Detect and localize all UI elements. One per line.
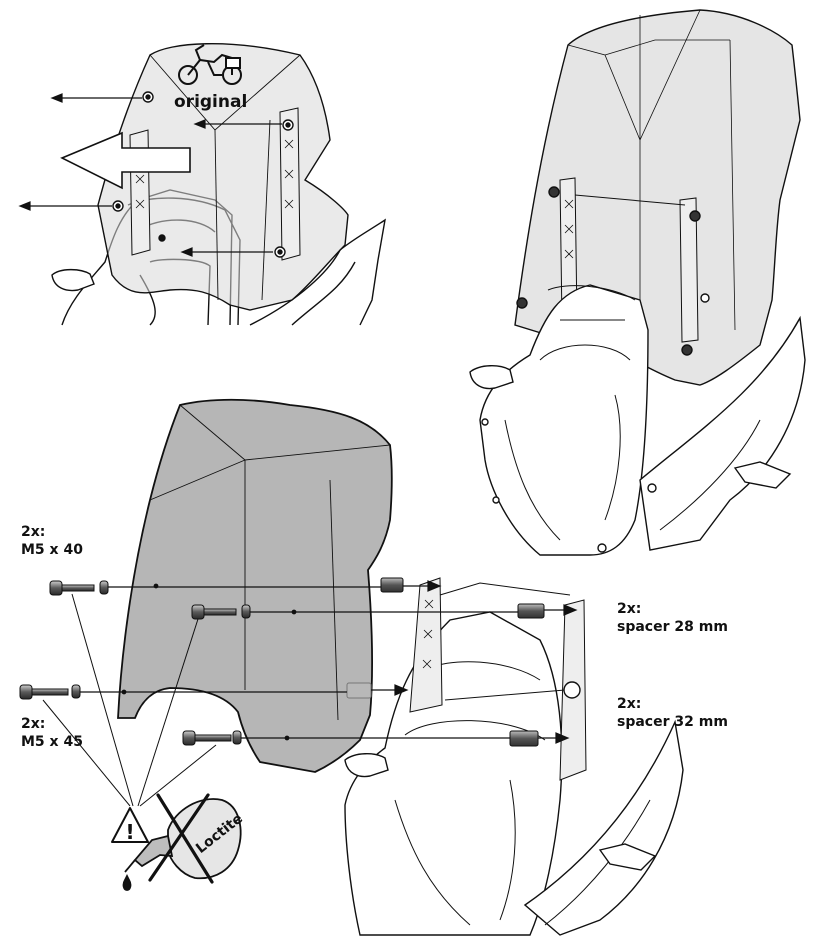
arrow-left-icon <box>18 93 282 257</box>
motorcycle-icon <box>178 44 242 85</box>
hardware-exploded <box>19 577 545 747</box>
loctite-bottle-icon: Loctite <box>122 798 246 891</box>
spacer-32mm-upper <box>346 682 372 699</box>
label-bolt-m5x45: 2x: M5 x 45 <box>21 715 83 751</box>
panel-assembled <box>469 9 806 556</box>
qty-spacer-28: 2x: <box>617 601 642 617</box>
spacer-28mm-lower <box>517 603 545 619</box>
label-spacer-32mm: 2x: spacer 32 mm <box>617 695 728 731</box>
size-spacer-28: spacer 28 mm <box>617 619 728 635</box>
size-m5x45: M5 x 45 <box>21 734 83 750</box>
spacer-28mm-upper <box>380 577 404 593</box>
cross-out-icon <box>148 793 214 884</box>
bolt-m5x45-upper <box>19 684 81 700</box>
label-spacer-28mm: 2x: spacer 28 mm <box>617 600 728 636</box>
qty-spacer-32: 2x: <box>617 696 642 712</box>
panel-exploded-install <box>117 398 684 936</box>
label-bolt-m5x40: 2x: M5 x 40 <box>21 523 83 559</box>
assembly-lines <box>80 580 578 744</box>
warning-icon: ! <box>111 807 149 844</box>
bolt-m5x45-lower <box>182 730 242 746</box>
big-arrow-left-icon <box>60 131 191 190</box>
spacer-32mm-lower <box>509 730 539 747</box>
size-m5x40: M5 x 40 <box>21 542 83 558</box>
panel-remove-original <box>51 43 386 326</box>
bolt-m5x40-mid <box>191 604 251 620</box>
warning-mark: ! <box>125 820 134 844</box>
qty-m5x40: 2x: <box>21 524 46 540</box>
bolt-m5x40-upper <box>49 580 109 596</box>
size-spacer-32: spacer 32 mm <box>617 714 728 730</box>
qty-m5x45: 2x: <box>21 716 46 732</box>
original-label: original <box>174 92 247 112</box>
leader-lines <box>42 593 217 807</box>
